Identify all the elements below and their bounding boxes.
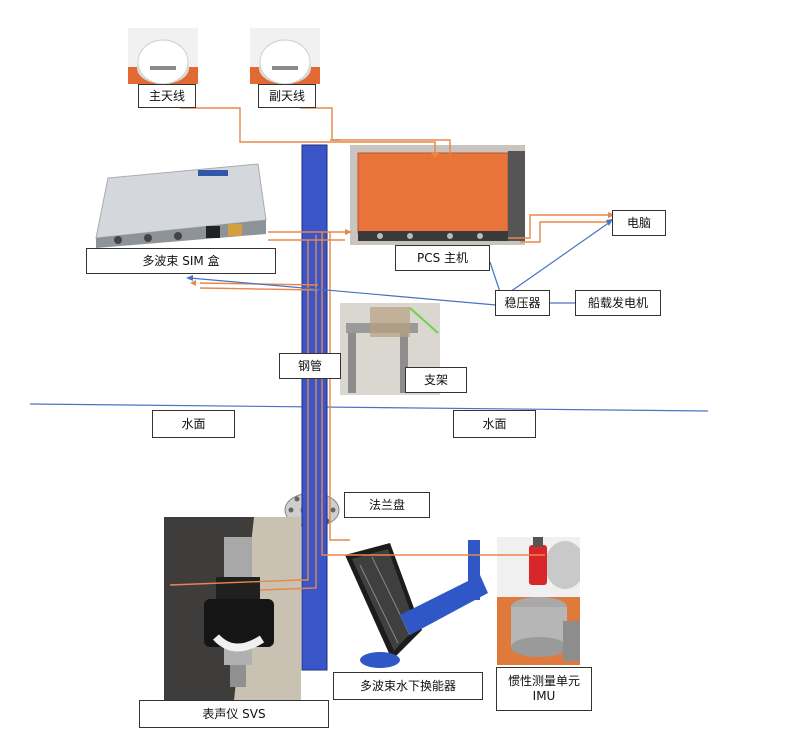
water-surface-label-right: 水面 (453, 410, 536, 438)
water-surface-label-left: 水面 (152, 410, 235, 438)
transducer-label: 多波束水下换能器 (333, 672, 483, 700)
steel-pipe-bar (301, 144, 328, 671)
computer-label: 电脑 (612, 210, 666, 236)
main-antenna-label: 主天线 (138, 84, 196, 108)
transducer-photo (340, 535, 490, 670)
sim-box-icon (95, 163, 267, 248)
antenna-dome-icon (259, 39, 311, 84)
antenna-dome-icon (137, 39, 189, 84)
flange-label: 法兰盘 (344, 492, 430, 518)
imu-label: 惯性测量单元 IMU (496, 667, 592, 711)
svs-photo (164, 517, 301, 700)
sim-box-photo (88, 160, 268, 248)
transducer-icon (345, 540, 488, 668)
generator-label: 船载发电机 (575, 290, 661, 316)
svs-label: 表声仪 SVS (139, 700, 329, 728)
imu-label-line2: IMU (532, 689, 556, 703)
svs-sensor-icon (164, 517, 301, 700)
bracket-label: 支架 (405, 367, 467, 393)
sim-box-label: 多波束 SIM 盒 (86, 248, 276, 274)
sub-antenna-label: 副天线 (258, 84, 316, 108)
sub-antenna-photo (250, 28, 320, 84)
water-surface-line (29, 403, 709, 412)
steel-pipe-label: 钢管 (279, 353, 341, 379)
pcs-host-photo (350, 145, 525, 245)
pcs-host-icon (350, 145, 525, 245)
imu-photo (497, 537, 580, 665)
main-antenna-photo (128, 28, 198, 84)
pcs-host-label: PCS 主机 (395, 245, 490, 271)
stabilizer-label: 稳压器 (495, 290, 550, 316)
imu-icon (497, 537, 580, 665)
imu-label-line1: 惯性测量单元 (507, 674, 580, 688)
